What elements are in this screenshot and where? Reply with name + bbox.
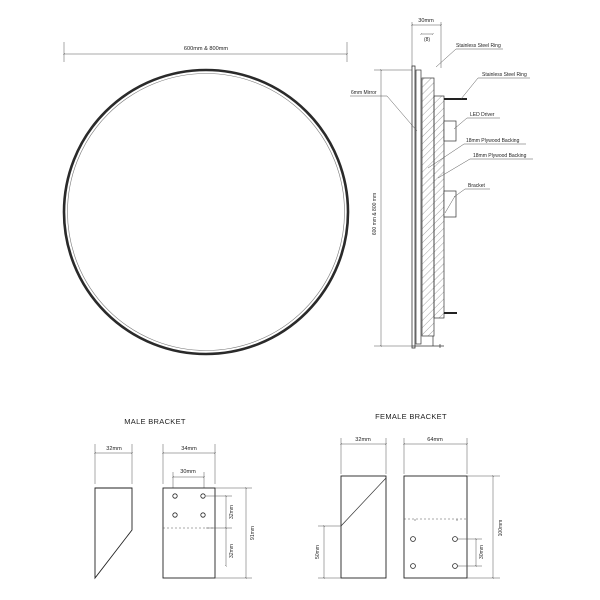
female-bracket: FEMALE BRACKET 32mm 50mm 64mm 40mm 30mm [315, 412, 504, 579]
mirror-front-view: 600mm & 800mm [62, 42, 350, 356]
male-hole-2 [200, 493, 206, 499]
female-side-width-label: 32mm [355, 437, 371, 443]
male-hole-1 [172, 493, 178, 499]
male-bracket: MALE BRACKET 32mm 34mm 30mm 32mm 32mm 91… [94, 417, 256, 580]
female-hole-3 [410, 563, 416, 569]
callout-plywood-backing-1: 18mm Plywood Backing [466, 138, 520, 144]
female-hole-1 [410, 536, 416, 542]
callout-6mm-mirror: 6mm Mirror [351, 90, 377, 96]
female-bracket-side-view [340, 475, 387, 579]
female-hole-vertical-label: 30mm [479, 545, 485, 559]
mirror-section-view: 30mm (8) 600 mm & 800 mm [350, 18, 533, 349]
female-lower-height-label: 50mm [315, 545, 321, 559]
mirror-inner-ring [67, 73, 345, 351]
mirror-outer-ring [62, 68, 350, 356]
male-lower-dim-label: 32mm [229, 544, 235, 558]
male-upper-dim-label: 32mm [229, 505, 235, 519]
callout-stainless-steel-ring: Stainless Steel Ring [482, 72, 527, 78]
male-bracket-title: MALE BRACKET [124, 417, 186, 426]
section-small-dim-label: (8) [424, 37, 430, 43]
female-bracket-front-view [403, 475, 468, 579]
section-depth-label: 30mm [418, 18, 434, 24]
section-height-label: 600 mm & 800 mm [372, 193, 378, 235]
male-bracket-front-view [162, 487, 216, 579]
plywood-backing-section-2 [433, 95, 445, 319]
male-hole-3 [172, 512, 178, 518]
callout-bracket: Bracket [468, 183, 486, 189]
mirror-diameter-label: 600mm & 800mm [184, 46, 228, 52]
male-hole-spacing-label: 30mm [180, 469, 196, 475]
led-driver-block [443, 120, 457, 142]
stainless-steel-ring-section [411, 65, 416, 349]
male-hole-4 [200, 512, 206, 518]
female-bracket-title: FEMALE BRACKET [375, 412, 447, 421]
callout-led-driver: LED Driver [470, 112, 495, 118]
callout-plywood-backing-2: 18mm Plywood Backing [473, 153, 527, 159]
male-height-label: 91mm [250, 526, 256, 540]
callout-stainless-steel-ring-top: Stainless Steel Ring [456, 43, 501, 49]
male-front-width-label: 34mm [181, 446, 197, 452]
bracket-block [443, 190, 457, 218]
female-hole-2 [452, 536, 458, 542]
mirror-glass-section [415, 69, 422, 345]
female-height-label: 100mm [498, 520, 504, 537]
plywood-backing-section [421, 77, 435, 337]
male-side-width-label: 32mm [106, 446, 122, 452]
male-bracket-side-view [94, 487, 133, 580]
female-front-width-label: 64mm [427, 437, 443, 443]
female-hole-4 [452, 563, 458, 569]
